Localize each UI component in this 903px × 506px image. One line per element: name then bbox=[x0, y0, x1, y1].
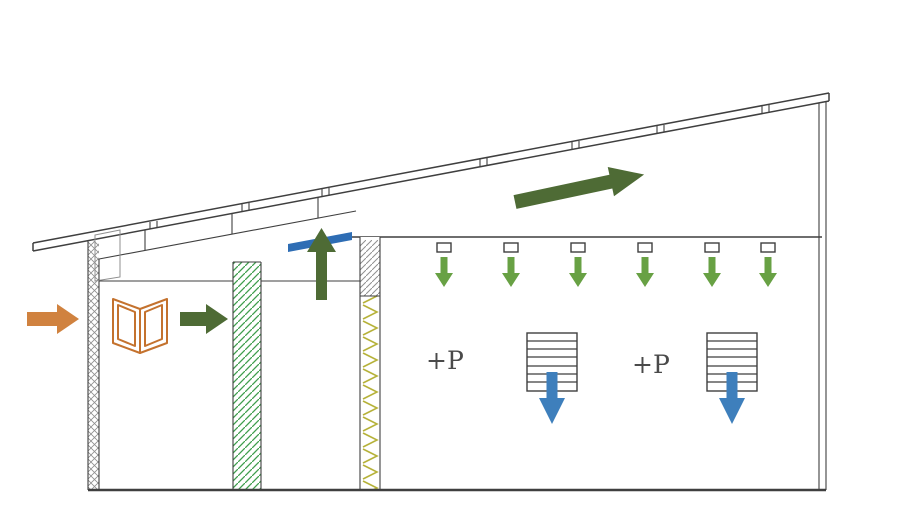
down-arrow-icon bbox=[759, 257, 777, 287]
green-partition-wall bbox=[232, 261, 262, 490]
ceiling-vent bbox=[760, 242, 776, 253]
ceiling-vents bbox=[436, 242, 776, 253]
roof-joint-ticks bbox=[149, 105, 770, 229]
roof-structure bbox=[32, 92, 830, 260]
left-exterior-wall bbox=[87, 229, 121, 490]
rafter-zone-over-left-room bbox=[98, 197, 357, 260]
ceiling-vent bbox=[637, 242, 653, 253]
pressure-label-right: +P bbox=[632, 350, 670, 379]
ceiling-supply-arrows bbox=[435, 257, 777, 287]
rising-air-arrow-icon bbox=[307, 228, 336, 300]
ceiling-vent bbox=[436, 242, 452, 253]
wall-head-hatch bbox=[94, 229, 121, 282]
down-arrow-icon bbox=[703, 257, 721, 287]
down-arrow-icon bbox=[502, 257, 520, 287]
inflow-arrow-icon bbox=[27, 304, 79, 334]
attic-flow-arrow-icon bbox=[513, 166, 645, 209]
ceiling-vent bbox=[704, 242, 720, 253]
down-arrow-icon bbox=[435, 257, 453, 287]
down-arrow-icon bbox=[636, 257, 654, 287]
indoor-flow-arrow-icon bbox=[180, 304, 228, 334]
bifold-door bbox=[112, 298, 168, 354]
pressure-label-left: +P bbox=[426, 346, 464, 375]
down-arrow-icon bbox=[569, 257, 587, 287]
right-exterior-wall bbox=[818, 102, 827, 490]
ceiling-vent bbox=[503, 242, 519, 253]
ceiling-vent bbox=[570, 242, 586, 253]
insulated-partition-wall bbox=[359, 237, 381, 490]
